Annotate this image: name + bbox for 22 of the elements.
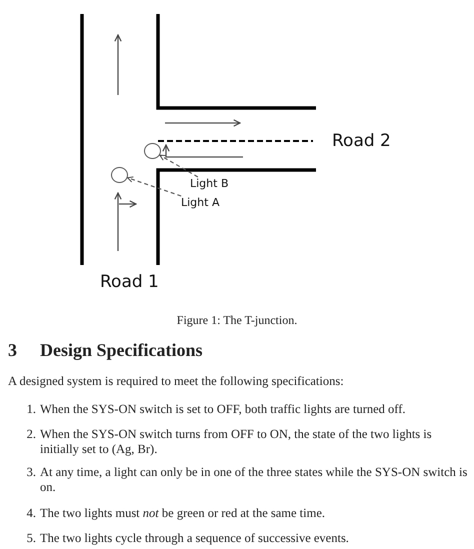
road-label: Road 1 [100, 272, 159, 292]
traffic-light-circle [144, 143, 161, 159]
figure-caption: Figure 1: The T-junction. [176, 313, 298, 328]
intro-paragraph: A designed system is required to meet the following specifications: [8, 374, 344, 389]
leader-line [159, 154, 198, 178]
list-item-text: When the SYS-ON switch is set to OFF, both traffic lights are turned off. [40, 402, 407, 417]
list-item-text: When the SYS-ON switch turns from OFF to ON, the state of the two lights is initially set to (Ag, Br). [40, 427, 433, 457]
light-label: Light A [181, 196, 220, 209]
list-number: 5. [26, 531, 36, 546]
road-label: Road 2 [332, 131, 391, 151]
section-heading: Design Specifications [40, 343, 203, 358]
light-label: Light B [190, 177, 228, 190]
list-item-text: The two lights must not be green or red at the same time. [40, 506, 326, 521]
leader-line [127, 176, 182, 197]
section-number: 3 [8, 343, 17, 358]
list-number: 2. [26, 427, 36, 442]
traffic-light-circle [111, 167, 128, 183]
list-item-text: At any time, a light can only be in one of the three states while the SYS-ON switch is on. [40, 465, 468, 495]
list-number: 1. [26, 402, 36, 417]
list-item-text: The two lights cycle through a sequence of successive events. [40, 531, 350, 546]
list-number: 4. [26, 506, 36, 521]
list-number: 3. [26, 465, 36, 480]
